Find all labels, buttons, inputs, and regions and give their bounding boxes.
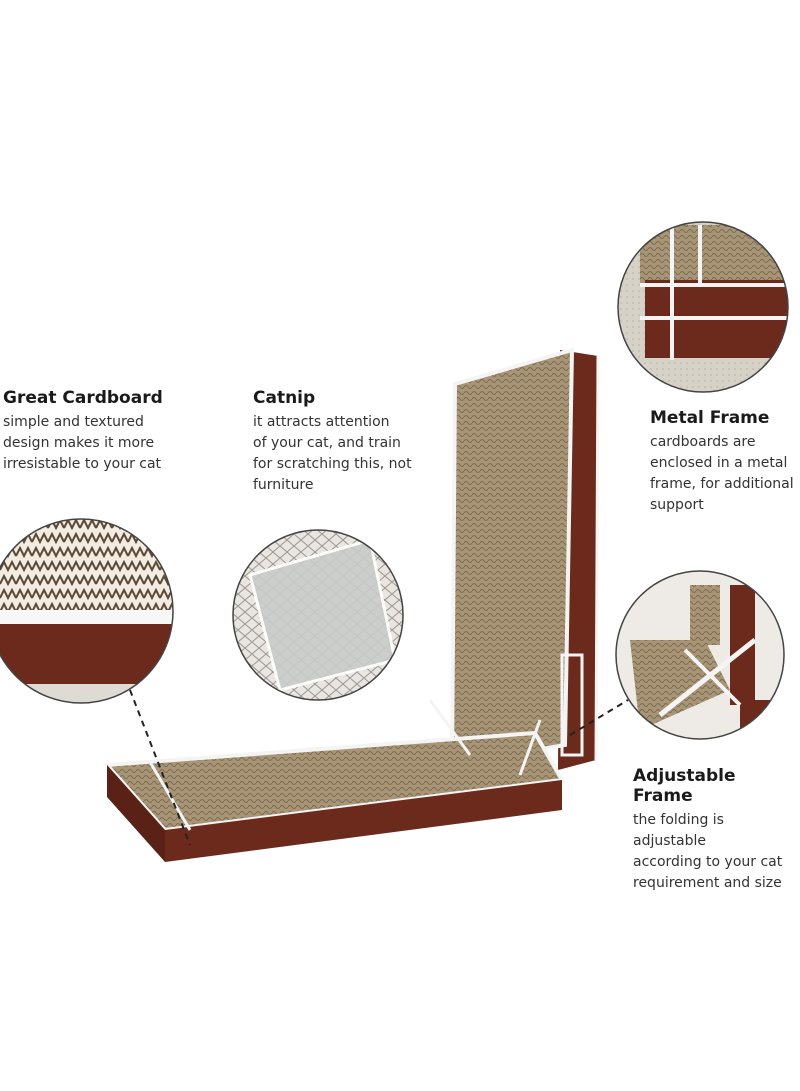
metal-frame-closeup [618,222,788,392]
feature-line: support [650,497,704,513]
feature-line: of your cat, and train [253,435,401,451]
feature-line: it attracts attention [253,414,390,430]
connector-cardboard [129,689,191,846]
feature-line: furniture [253,477,314,493]
feature-title: Great Cardboard [3,388,163,408]
cardboard-closeup [0,519,173,703]
feature-title: Metal Frame [650,408,770,428]
feature-line: design makes it more [3,435,155,451]
feature-line: enclosed in a metal [650,455,788,471]
hinge-closeup [616,571,784,739]
feature-line: irresistable to your cat [3,456,162,472]
feature-line: the folding is adjustable [633,812,724,849]
feature-line: requirement and size [633,875,782,891]
catnip-closeup [233,530,403,700]
feature-line: for scratching this, not [253,456,412,472]
feature-title: Catnip [253,388,316,408]
feature-line: according to your cat [633,854,783,870]
connector-adjustable [569,699,629,736]
feature-title: Adjustable Frame [633,766,736,806]
feature-line: simple and textured [3,414,144,430]
feature-adjustable-frame: Adjustable Frame the folding is adjustab… [633,766,800,894]
feature-catnip: Catnip it attracts attention of your cat… [253,388,428,496]
feature-metal-frame: Metal Frame cardboards are enclosed in a… [650,408,800,516]
base-scratch-panel [102,699,566,862]
vertical-scratch-panel [449,347,600,770]
feature-line: frame, for additional [650,476,794,492]
feature-line: cardboards are [650,434,756,450]
feature-great-cardboard: Great Cardboard simple and textured desi… [3,388,183,475]
